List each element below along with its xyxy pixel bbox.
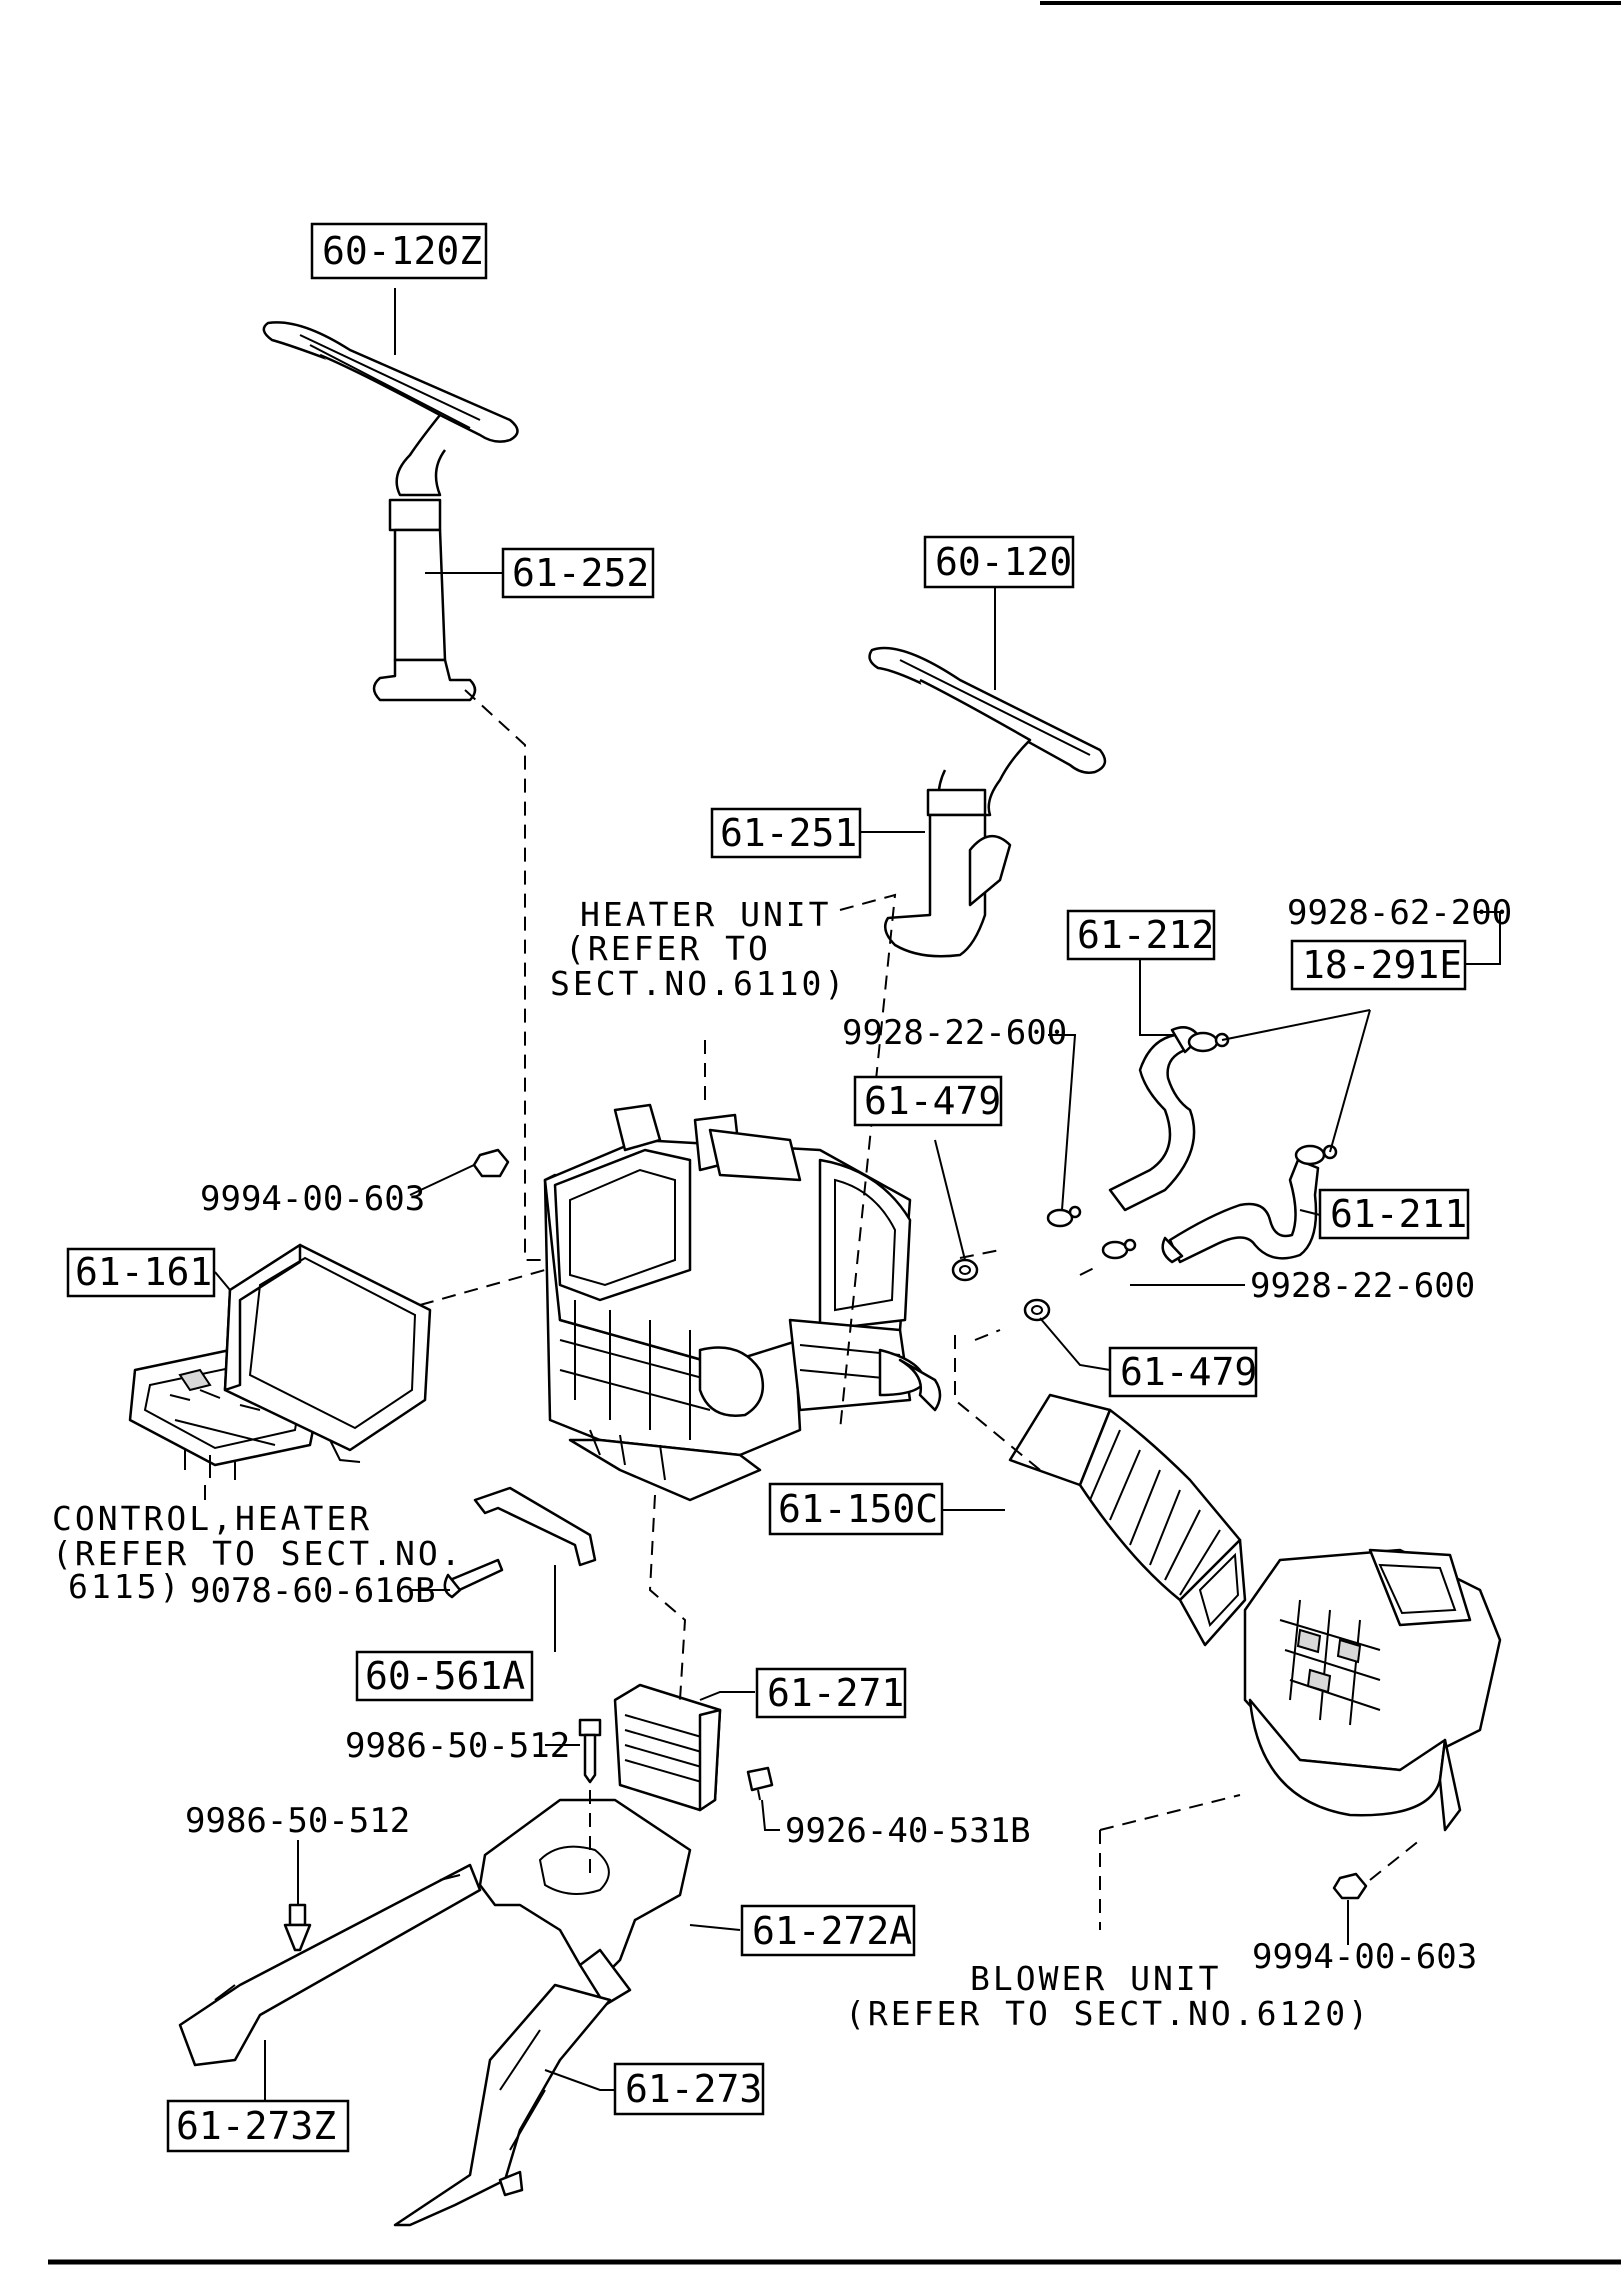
svg-text:9928-22-600: 9928-22-600 — [842, 1013, 1067, 1053]
blower-unit-drawing — [1243, 1548, 1502, 1832]
screw-9986-50-512-upper — [578, 1718, 602, 1784]
nut-9994-00-603-lower — [1332, 1872, 1368, 1900]
label-61-161: 61-161 — [66, 1247, 216, 1298]
svg-text:9926-40-531B: 9926-40-531B — [785, 1811, 1031, 1851]
clamp-9928-62-200-lower — [1294, 1144, 1338, 1166]
svg-text:BLOWER UNIT: BLOWER UNIT — [970, 1959, 1222, 1998]
svg-text:60-120: 60-120 — [935, 540, 1072, 584]
svg-text:61-161: 61-161 — [75, 1250, 212, 1294]
svg-text:61-479: 61-479 — [1120, 1350, 1257, 1394]
svg-text:9986-50-512: 9986-50-512 — [185, 1801, 410, 1841]
label-9986-50-512-upper: 9986-50-512 — [345, 1726, 570, 1766]
label-9986-50-512-lower: 9986-50-512 — [185, 1801, 410, 1841]
svg-text:9994-00-603: 9994-00-603 — [1252, 1937, 1477, 1977]
clip-9926-40-531B — [746, 1766, 774, 1801]
svg-text:9928-62-200: 9928-62-200 — [1287, 893, 1512, 933]
svg-text:(REFER TO SECT.NO.6120): (REFER TO SECT.NO.6120) — [845, 1994, 1371, 2033]
clamp-9928-22-600-upper — [1046, 1205, 1082, 1228]
label-9928-62-200: 9928-62-200 — [1287, 893, 1512, 933]
duct-61-273Z-drawing — [178, 1863, 482, 2067]
svg-text:9986-50-512: 9986-50-512 — [345, 1726, 570, 1766]
label-9928-22-600-upper: 9928-22-600 — [842, 1013, 1067, 1053]
grommet-61-479-upper — [951, 1258, 979, 1282]
svg-text:9928-22-600: 9928-22-600 — [1250, 1266, 1475, 1306]
svg-text:61-271: 61-271 — [767, 1671, 904, 1715]
label-18-291E: 18-291E — [1290, 939, 1467, 991]
dashed-connection-lines — [419, 689, 1421, 1930]
note-blower-unit: BLOWER UNIT (REFER TO SECT.NO.6120) — [845, 1959, 1371, 2033]
svg-text:61-479: 61-479 — [864, 1079, 1001, 1123]
label-9994-00-603-upper: 9994-00-603 — [200, 1179, 425, 1219]
label-61-272A: 61-272A — [740, 1904, 916, 1957]
duct-61-161-drawing — [223, 1243, 432, 1463]
svg-text:60-561A: 60-561A — [365, 1654, 525, 1698]
duct-61-273-drawing — [393, 1983, 612, 2227]
grommet-61-479-lower — [1023, 1298, 1051, 1322]
duct-61-150C-drawing — [1008, 1393, 1247, 1647]
svg-text:61-212: 61-212 — [1077, 913, 1214, 957]
svg-text:9078-60-616B: 9078-60-616B — [190, 1571, 436, 1611]
screw-9986-50-512-lower — [283, 1903, 312, 1952]
svg-text:61-211: 61-211 — [1330, 1192, 1467, 1236]
duct-61-271-drawing — [613, 1683, 722, 1812]
svg-text:61-273: 61-273 — [625, 2067, 762, 2111]
label-9928-22-600-lower: 9928-22-600 — [1250, 1266, 1475, 1306]
leader-lines — [204, 288, 1501, 2100]
svg-text:6115): 6115) — [68, 1567, 182, 1606]
bracket-60-561A-drawing — [473, 1486, 597, 1567]
svg-text:61-272A: 61-272A — [752, 1909, 912, 1953]
label-60-561A: 60-561A — [355, 1650, 534, 1702]
label-60-120: 60-120 — [923, 535, 1075, 589]
svg-text:61-251: 61-251 — [720, 811, 857, 855]
svg-text:9994-00-603: 9994-00-603 — [200, 1179, 425, 1219]
clamp-9928-22-600-lower — [1101, 1238, 1137, 1260]
svg-text:CONTROL,HEATER: CONTROL,HEATER — [52, 1499, 372, 1538]
note-heater-unit: HEATER UNIT (REFER TO SECT.NO.6110) — [550, 895, 847, 1003]
label-61-211: 61-211 — [1318, 1188, 1470, 1240]
hose-61-211-drawing — [1161, 1158, 1320, 1264]
clamp-9928-62-200-upper — [1187, 1031, 1230, 1053]
label-61-273: 61-273 — [613, 2062, 765, 2116]
label-60-120Z: 60-120Z — [310, 222, 488, 280]
label-9926-40-531B: 9926-40-531B — [785, 1811, 1031, 1851]
svg-text:(REFER TO: (REFER TO — [565, 929, 771, 968]
svg-text:SECT.NO.6110): SECT.NO.6110) — [550, 964, 847, 1003]
label-61-252: 61-252 — [501, 547, 655, 599]
label-61-212: 61-212 — [1066, 909, 1216, 961]
hose-61-212-drawing — [1108, 1026, 1202, 1212]
label-61-251: 61-251 — [710, 807, 862, 859]
svg-text:61-273Z: 61-273Z — [176, 2104, 336, 2148]
svg-text:61-150C: 61-150C — [778, 1487, 938, 1531]
svg-text:61-252: 61-252 — [512, 551, 649, 595]
nut-9994-00-603-upper — [472, 1148, 510, 1178]
label-61-479-lower: 61-479 — [1108, 1346, 1257, 1398]
svg-text:60-120Z: 60-120Z — [322, 229, 482, 273]
svg-text:HEATER UNIT: HEATER UNIT — [580, 895, 832, 934]
screw-9078-60-616B — [443, 1558, 504, 1599]
svg-text:18-291E: 18-291E — [1302, 943, 1462, 987]
label-61-273Z: 61-273Z — [166, 2099, 350, 2153]
label-9078-60-616B: 9078-60-616B — [190, 1571, 436, 1611]
duct-61-272A-drawing — [478, 1798, 692, 2007]
label-61-479-upper: 61-479 — [853, 1075, 1003, 1127]
heater-unit-drawing — [543, 1103, 942, 1502]
label-61-271: 61-271 — [755, 1667, 907, 1719]
svg-text:(REFER TO SECT.NO.: (REFER TO SECT.NO. — [52, 1534, 464, 1573]
duct-61-251-drawing — [868, 646, 1107, 958]
label-61-150C: 61-150C — [768, 1482, 944, 1536]
duct-61-252-drawing — [262, 321, 519, 702]
note-control-heater: CONTROL,HEATER (REFER TO SECT.NO. 6115) — [52, 1499, 464, 1606]
label-9994-00-603-lower: 9994-00-603 — [1252, 1937, 1477, 1977]
